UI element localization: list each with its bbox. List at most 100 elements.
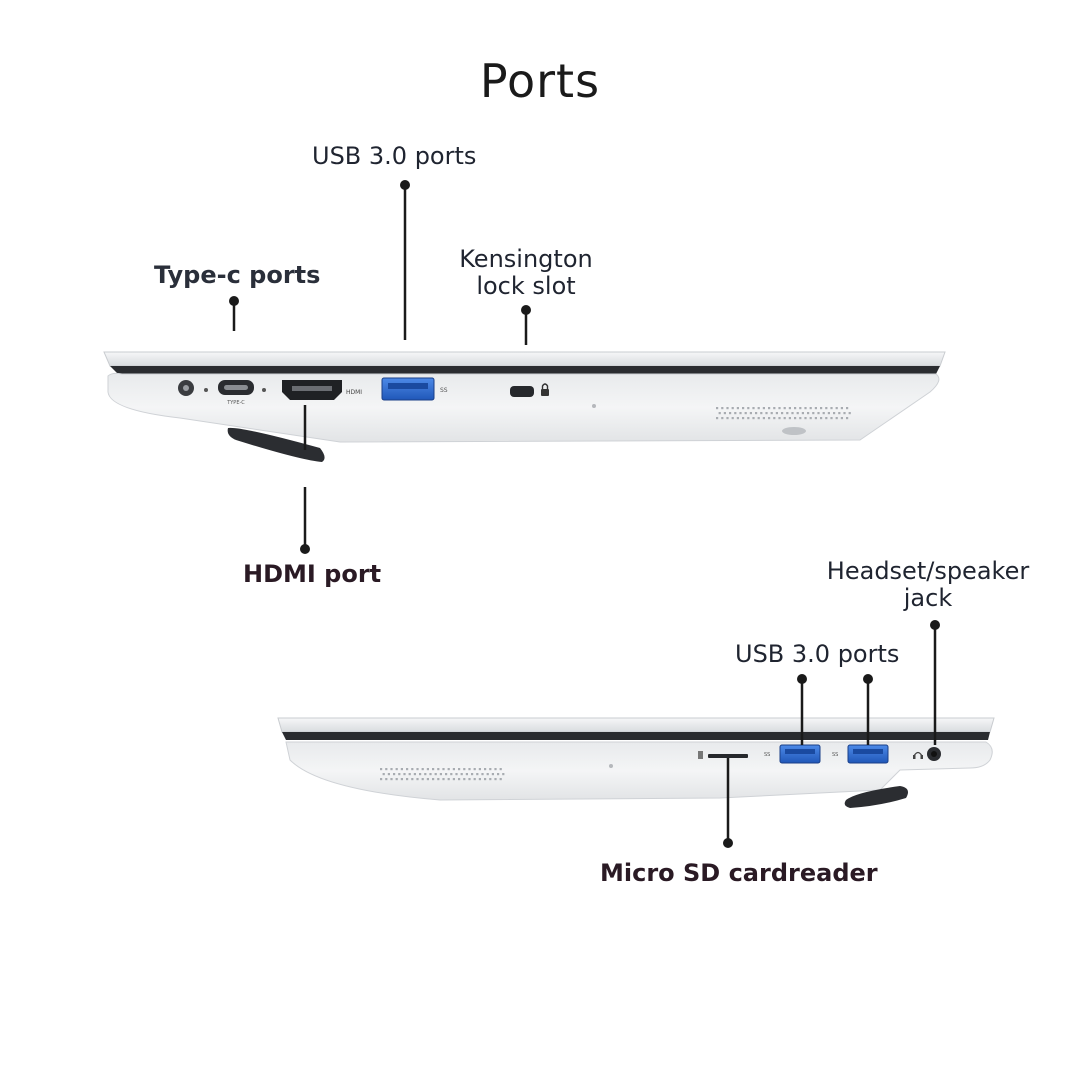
usb-3-port-right-1-tongue	[785, 749, 815, 754]
vent-hole	[752, 417, 755, 420]
vent-hole	[385, 768, 388, 771]
laptop-right-side: SS SS	[277, 717, 995, 808]
vent-hole	[398, 773, 401, 776]
led-dot	[204, 388, 208, 392]
vent-hole	[406, 768, 409, 771]
vent-grille-right-side	[380, 768, 505, 781]
vent-hole	[809, 417, 812, 420]
vent-hole	[770, 412, 773, 415]
label-micro-sd-cardreader: Micro SD cardreader	[600, 859, 878, 887]
type-c-port-tongue	[224, 385, 248, 390]
vent-hole	[781, 412, 784, 415]
laptop-seam	[110, 366, 940, 374]
vent-hole	[830, 417, 833, 420]
vent-hole	[416, 778, 419, 781]
vent-hole	[747, 417, 750, 420]
vent-hole	[403, 773, 406, 776]
laptop-foot-right	[844, 786, 908, 808]
label-kensington-line1: Kensington	[459, 245, 593, 273]
vent-hole	[768, 417, 771, 420]
vent-hole	[421, 778, 424, 781]
vent-hole	[499, 778, 502, 781]
leader-kensington	[521, 305, 531, 345]
vent-hole	[822, 412, 825, 415]
vent-hole	[799, 417, 802, 420]
vent-hole	[411, 778, 414, 781]
vent-hole	[426, 778, 429, 781]
vent-hole	[387, 773, 390, 776]
vent-hole	[747, 407, 750, 410]
vent-hole	[752, 407, 755, 410]
screw-right	[609, 764, 613, 768]
vent-grille-left-side	[716, 407, 851, 420]
vent-hole	[804, 407, 807, 410]
vent-hole	[812, 412, 815, 415]
page-title: Ports	[479, 54, 601, 108]
vent-hole	[736, 417, 739, 420]
usb-3-port-right-2-tongue	[853, 749, 883, 754]
vent-hole	[432, 768, 435, 771]
vent-hole	[739, 412, 742, 415]
vent-hole	[476, 773, 479, 776]
leader-usb-bottom-1	[797, 674, 807, 745]
vent-hole	[848, 412, 851, 415]
vent-hole	[390, 768, 393, 771]
vent-hole	[434, 773, 437, 776]
vent-hole	[395, 768, 398, 771]
vent-hole	[843, 412, 846, 415]
screw	[592, 404, 596, 408]
vent-hole	[437, 768, 440, 771]
vent-hole	[718, 412, 721, 415]
vent-hole	[794, 407, 797, 410]
vent-hole	[723, 412, 726, 415]
vent-hole	[778, 417, 781, 420]
vent-hole	[827, 412, 830, 415]
vent-hole	[846, 417, 849, 420]
vent-hole	[424, 773, 427, 776]
vent-hole	[385, 778, 388, 781]
vent-hole	[400, 768, 403, 771]
vent-hole	[395, 778, 398, 781]
vent-hole	[432, 778, 435, 781]
usb-marking-right-2: SS	[832, 752, 838, 758]
vent-hole	[455, 773, 458, 776]
vent-hole	[794, 417, 797, 420]
vent-hole	[760, 412, 763, 415]
vent-hole	[742, 417, 745, 420]
vent-hole	[757, 417, 760, 420]
vent-hole	[478, 768, 481, 771]
vent-hole	[442, 778, 445, 781]
label-kensington-line2: lock slot	[476, 272, 576, 300]
vent-hole	[788, 407, 791, 410]
vent-hole	[497, 773, 500, 776]
vent-hole	[489, 778, 492, 781]
vent-hole	[458, 778, 461, 781]
vent-hole	[502, 773, 505, 776]
label-headset-line2: jack	[903, 584, 953, 612]
vent-hole	[716, 417, 719, 420]
vent-hole	[731, 417, 734, 420]
vent-hole	[755, 412, 758, 415]
usb-3-port-left-tongue	[388, 383, 428, 389]
usb-marking-left: SS	[440, 387, 448, 394]
vent-hole	[478, 778, 481, 781]
leader-micro-sd	[723, 758, 733, 848]
vent-hole	[726, 417, 729, 420]
vent-hole	[452, 768, 455, 771]
vent-hole	[814, 417, 817, 420]
leader-type-c	[229, 296, 239, 331]
vent-hole	[489, 768, 492, 771]
dc-power-jack-pin	[183, 385, 189, 391]
vent-hole	[447, 768, 450, 771]
usb-marking-right-1: SS	[764, 752, 770, 758]
vent-hole	[840, 417, 843, 420]
leader-lines	[229, 180, 940, 848]
vent-hole	[773, 407, 776, 410]
vent-hole	[380, 778, 383, 781]
vent-hole	[494, 778, 497, 781]
label-usb-ports-top: USB 3.0 ports	[312, 142, 477, 170]
laptop-lid-right	[277, 717, 995, 733]
lock-icon	[541, 383, 549, 396]
vent-hole	[778, 407, 781, 410]
